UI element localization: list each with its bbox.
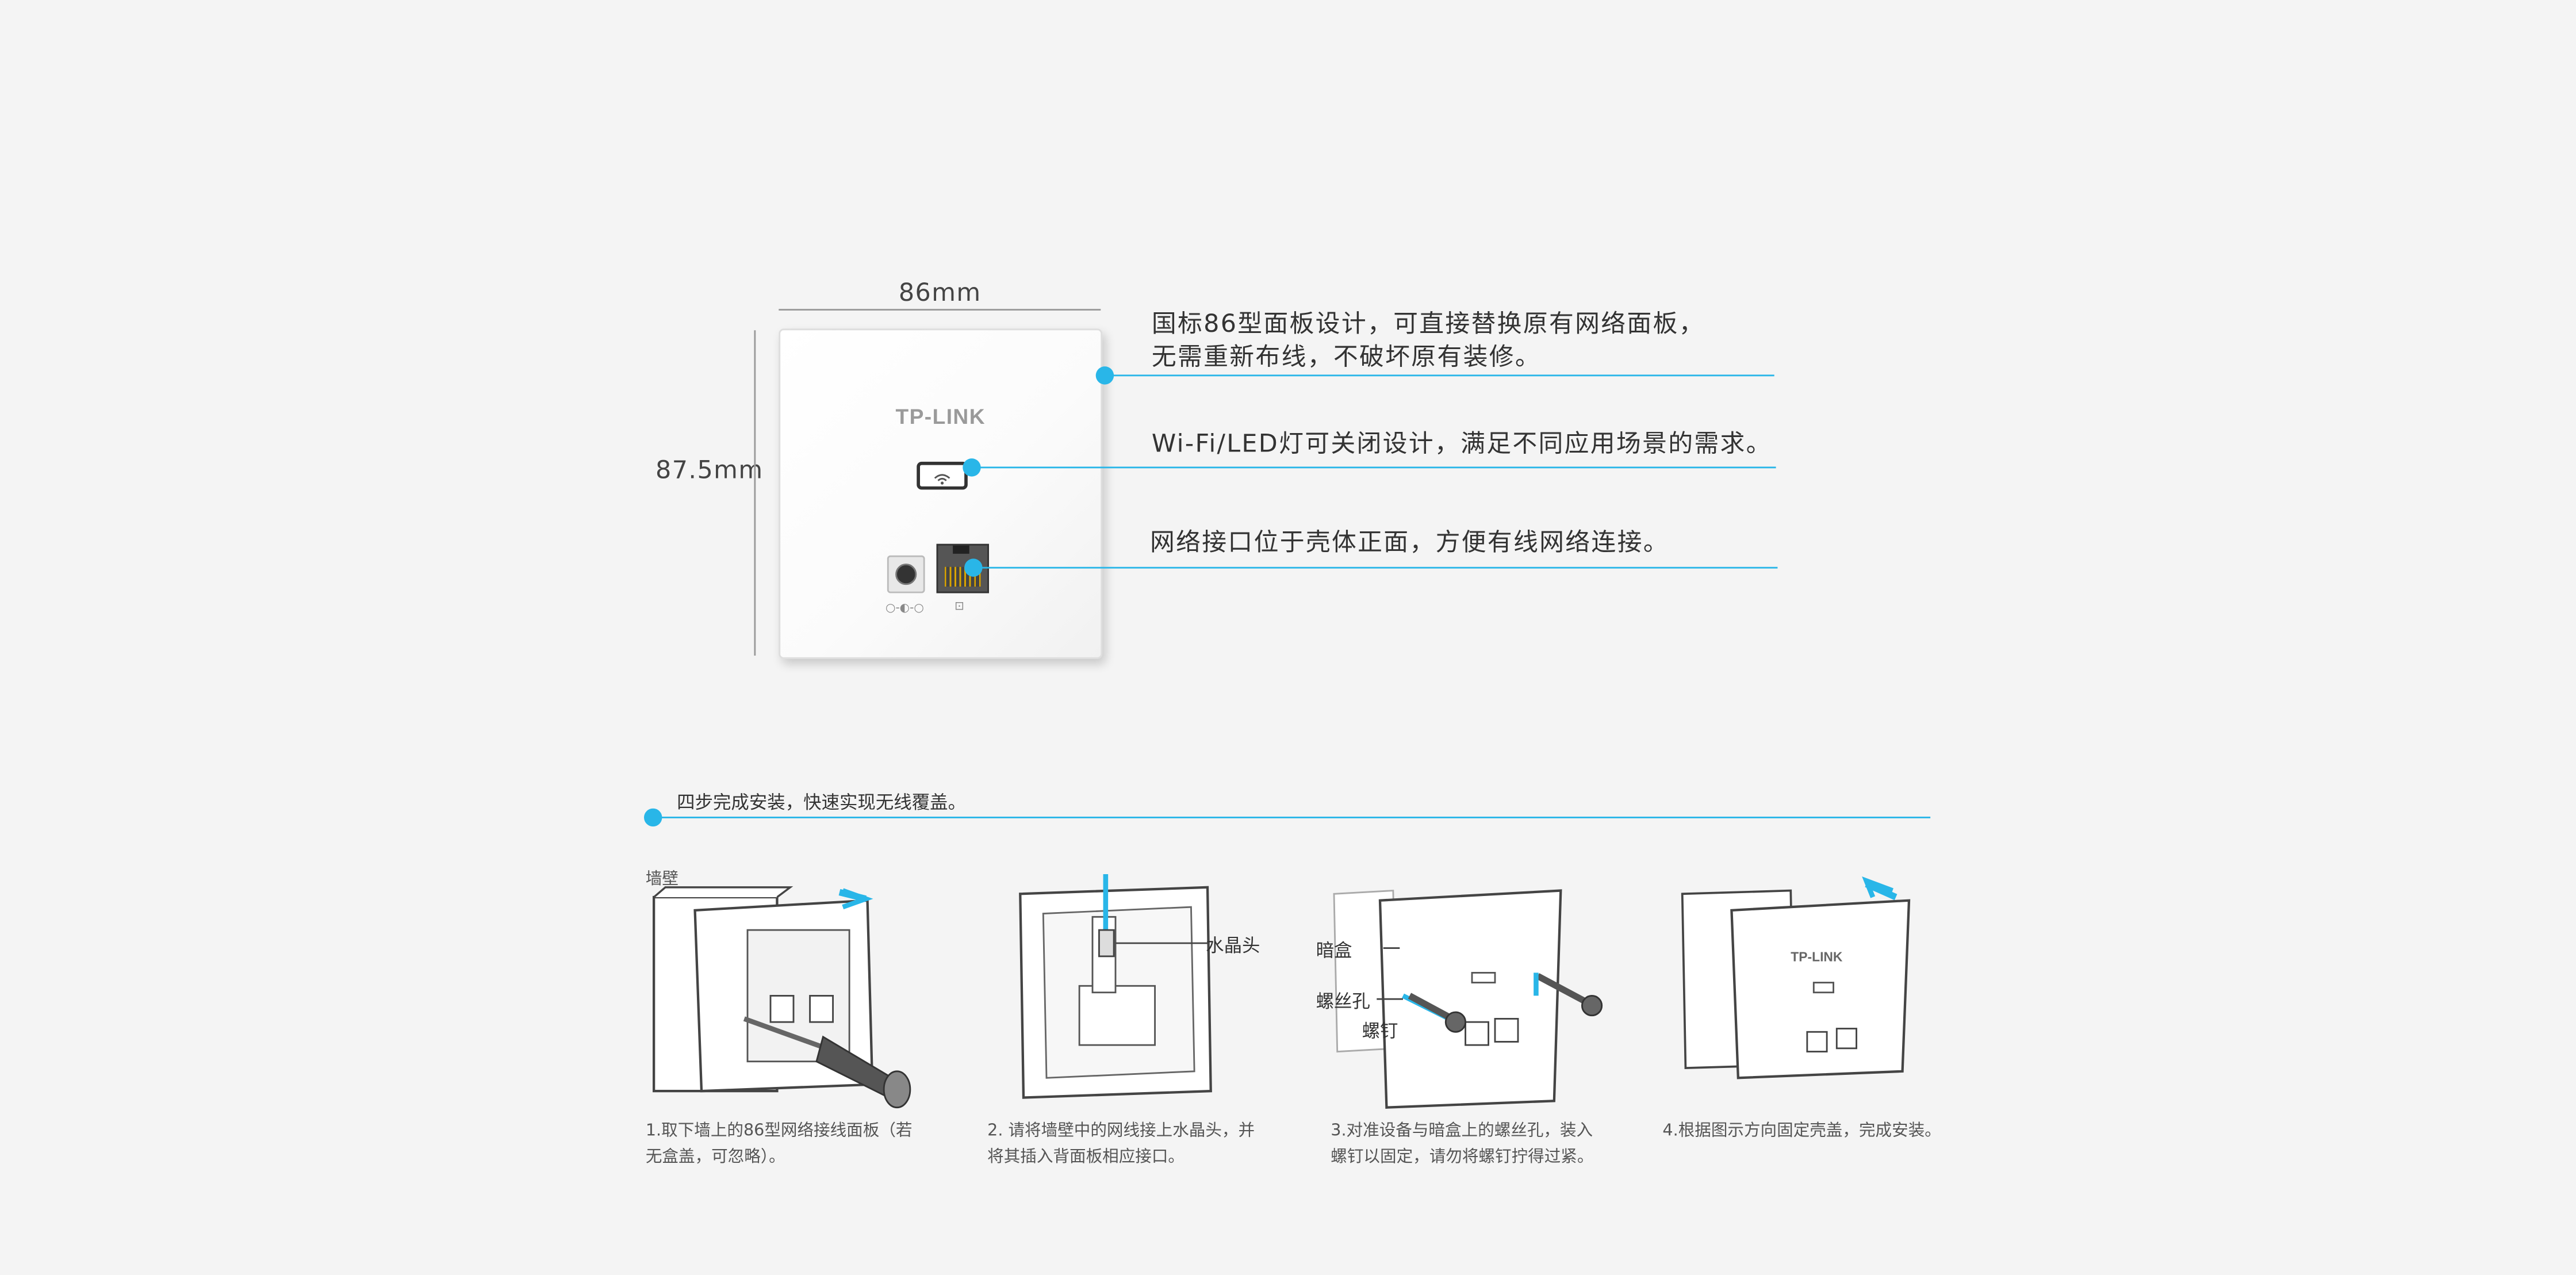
feature-3-marker <box>964 558 983 577</box>
install-heading: 四步完成安装，快速实现无线覆盖。 <box>677 792 966 814</box>
wifi-button <box>917 461 968 490</box>
feature-1: 国标86型面板设计，可直接替换原有网络面板， 无需重新布线，不破坏原有装修。 <box>1152 307 1705 373</box>
step-4-brand-logo: TP-LINK <box>1791 949 1843 965</box>
feature-2-leader-line <box>971 466 1776 469</box>
feature-1-line2: 无需重新布线，不破坏原有装修。 <box>1151 342 1542 372</box>
step-1-line1: 1.取下墙上的86型网络接线面板（若 <box>645 1122 913 1140</box>
feature-1-line1: 国标86型面板设计，可直接替换原有网络面板， <box>1151 309 1705 339</box>
step-4-illustration <box>1681 876 1911 1079</box>
screw-label: 螺钉 <box>1362 1020 1398 1042</box>
step-2-text: 2. 请将墙壁中的网线接上水晶头，并 将其插入背面板相应接口。 <box>987 1119 1255 1171</box>
brand-logo: TP-LINK <box>895 404 986 429</box>
screw-hole-label: 螺丝孔 <box>1316 990 1370 1012</box>
feature-3-leader-line <box>972 566 1778 569</box>
step-3-text: 3.对准设备与暗盒上的螺丝孔，装入 螺钉以固定，请勿将螺钉拧得过紧。 <box>1331 1119 1593 1171</box>
box-label: 暗盒 <box>1316 940 1352 962</box>
crystal-head-label: 水晶头 <box>1206 935 1260 956</box>
step-1-text: 1.取下墙上的86型网络接线面板（若 无盒盖，可忽略）。 <box>646 1119 913 1171</box>
feature-1-leader-line <box>1105 374 1774 377</box>
lan-symbol-icon: ⊡ <box>954 599 964 613</box>
feature-2: Wi-Fi/LED灯可关闭设计，满足不同应用场景的需求。 <box>1151 428 1772 459</box>
wall-label: 墙壁 <box>645 871 678 889</box>
width-dimension-line <box>779 309 1101 311</box>
feature-3: 网络接口位于壳体正面，方便有线网络连接。 <box>1150 527 1669 557</box>
dc-power-jack <box>887 555 925 594</box>
dc-symbol-icon: ○-◐-○ <box>885 601 924 615</box>
feature-2-marker <box>963 458 981 477</box>
install-heading-marker <box>644 808 662 827</box>
step-2-line2: 将其插入背面板相应接口。 <box>987 1148 1184 1167</box>
step-1-illustration <box>653 886 911 1109</box>
height-dimension-line <box>754 330 756 656</box>
feature-1-marker <box>1095 366 1114 385</box>
step-4-line1: 4.根据图示方向固定壳盖，完成安装。 <box>1662 1122 1941 1140</box>
step-2-line1: 2. 请将墙壁中的网线接上水晶头，并 <box>987 1122 1255 1140</box>
step-4-text: 4.根据图示方向固定壳盖，完成安装。 <box>1662 1119 1941 1146</box>
step-3-line2: 螺钉以固定，请勿将螺钉拧得过紧。 <box>1331 1148 1594 1167</box>
step-3-line1: 3.对准设备与暗盒上的螺丝孔，装入 <box>1331 1122 1593 1140</box>
step-2-illustration <box>1019 874 1212 1099</box>
wifi-icon <box>934 474 950 485</box>
step-1-line2: 无盒盖，可忽略）。 <box>645 1148 785 1167</box>
height-dimension-label: 87.5mm <box>656 455 764 485</box>
step-3-illustration <box>1333 889 1603 1109</box>
wall-panel-product: TP-LINK ○-◐-○ ⊡ <box>779 328 1103 659</box>
width-dimension-label: 86mm <box>898 277 982 308</box>
install-heading-line <box>652 817 1931 818</box>
